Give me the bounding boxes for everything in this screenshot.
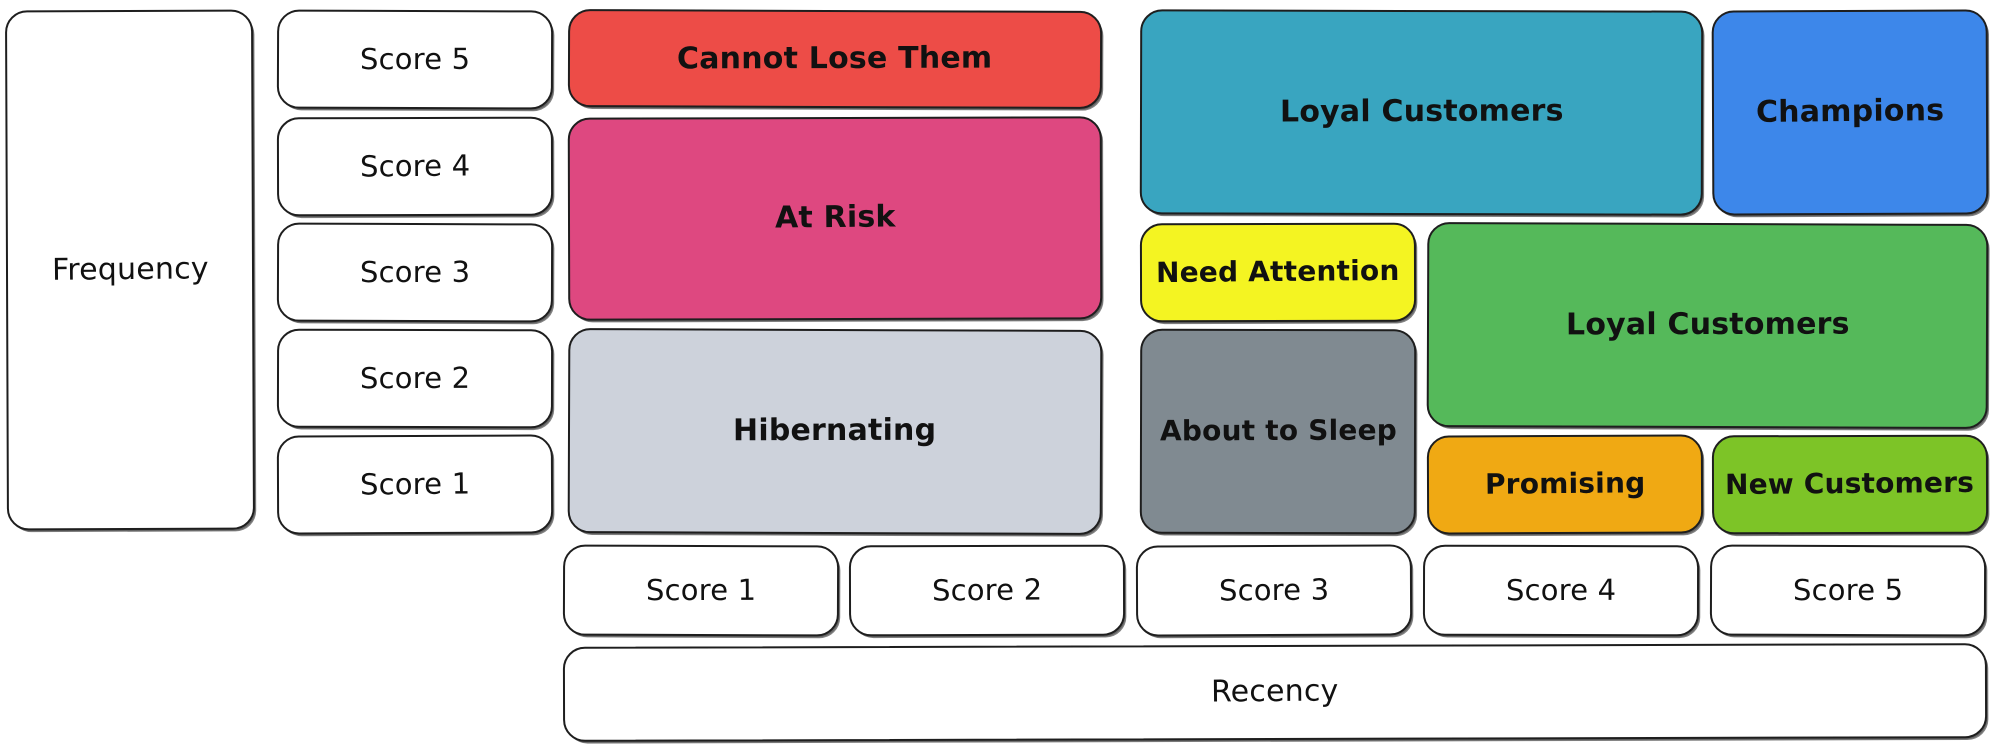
segment-need-attention-label: Need Attention bbox=[1156, 254, 1400, 290]
recency-score-1-box[interactable]: Score 1 bbox=[562, 544, 840, 637]
segment-loyal-customers-green-label: Loyal Customers bbox=[1565, 306, 1850, 343]
recency-score-2-box[interactable]: Score 2 bbox=[848, 544, 1126, 637]
frequency-axis-label: Frequency bbox=[51, 250, 209, 288]
segment-loyal-customers-teal[interactable]: Loyal Customers bbox=[1139, 9, 1704, 216]
recency-score-4-box[interactable]: Score 4 bbox=[1422, 544, 1700, 637]
segment-need-attention[interactable]: Need Attention bbox=[1139, 222, 1417, 323]
recency-axis-title-box[interactable]: Recency bbox=[562, 643, 1988, 742]
segment-champions-label: Champions bbox=[1755, 93, 1945, 131]
frequency-axis-title-box[interactable]: Frequency bbox=[5, 9, 255, 531]
segment-about-to-sleep-label: About to Sleep bbox=[1159, 413, 1397, 448]
recency-score-2-label: Score 2 bbox=[931, 572, 1043, 608]
segment-cannot-lose-them-label: Cannot Lose Them bbox=[677, 40, 993, 77]
segment-hibernating[interactable]: Hibernating bbox=[567, 328, 1103, 535]
segment-hibernating-label: Hibernating bbox=[733, 412, 937, 449]
segment-at-risk-label: At Risk bbox=[774, 199, 896, 236]
segment-champions[interactable]: Champions bbox=[1711, 9, 1989, 216]
frequency-score-1-label: Score 1 bbox=[359, 466, 471, 502]
recency-score-3-label: Score 3 bbox=[1218, 572, 1330, 608]
recency-axis-label: Recency bbox=[1211, 673, 1339, 710]
recency-score-4-label: Score 4 bbox=[1505, 572, 1617, 608]
segment-promising[interactable]: Promising bbox=[1426, 434, 1704, 535]
frequency-score-3-box[interactable]: Score 3 bbox=[276, 222, 554, 323]
frequency-score-3-label: Score 3 bbox=[359, 254, 471, 289]
frequency-score-5-box[interactable]: Score 5 bbox=[276, 9, 554, 110]
segment-cannot-lose-them[interactable]: Cannot Lose Them bbox=[567, 9, 1103, 109]
recency-score-3-box[interactable]: Score 3 bbox=[1135, 544, 1413, 637]
frequency-score-1-box[interactable]: Score 1 bbox=[276, 434, 554, 535]
frequency-score-4-label: Score 4 bbox=[359, 148, 471, 184]
segment-at-risk[interactable]: At Risk bbox=[567, 116, 1103, 321]
recency-score-5-label: Score 5 bbox=[1792, 572, 1904, 607]
frequency-score-2-box[interactable]: Score 2 bbox=[276, 328, 554, 429]
recency-score-5-box[interactable]: Score 5 bbox=[1709, 544, 1987, 637]
segment-loyal-customers-teal-label: Loyal Customers bbox=[1279, 93, 1564, 130]
segment-about-to-sleep[interactable]: About to Sleep bbox=[1139, 328, 1417, 535]
frequency-score-2-label: Score 2 bbox=[359, 360, 471, 396]
segment-promising-label: Promising bbox=[1484, 466, 1646, 502]
frequency-score-5-label: Score 5 bbox=[359, 41, 471, 76]
segment-loyal-customers-green[interactable]: Loyal Customers bbox=[1426, 222, 1989, 429]
frequency-score-4-box[interactable]: Score 4 bbox=[276, 116, 554, 217]
segment-new-customers[interactable]: New Customers bbox=[1711, 434, 1989, 535]
segment-new-customers-label: New Customers bbox=[1725, 466, 1975, 502]
recency-score-1-label: Score 1 bbox=[645, 572, 757, 607]
